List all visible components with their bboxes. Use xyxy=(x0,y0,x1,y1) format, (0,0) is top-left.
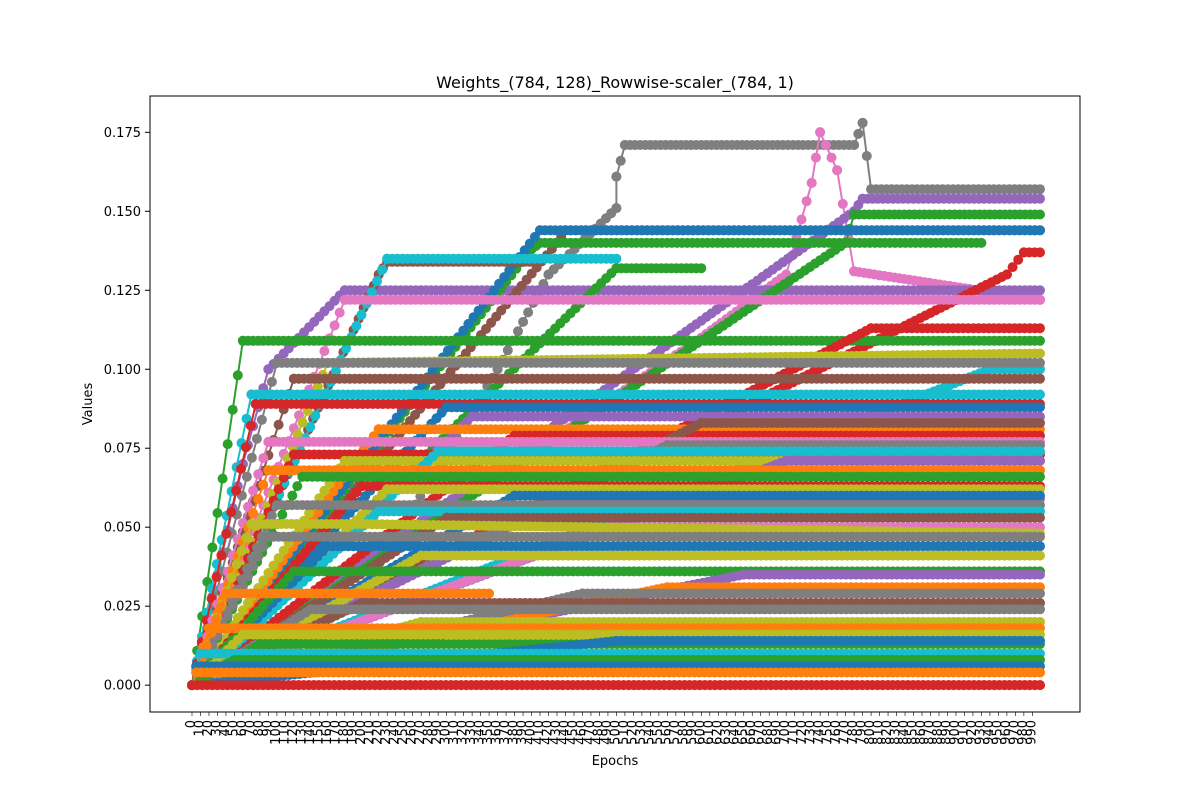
data-point xyxy=(1035,193,1045,204)
data-point xyxy=(1035,225,1045,236)
data-point xyxy=(1035,285,1045,296)
data-point xyxy=(832,165,843,176)
data-point xyxy=(232,370,243,381)
data-point xyxy=(796,214,807,225)
data-point xyxy=(240,442,251,453)
chart-title: Weights_(784, 128)_Rowwise-scaler_(784, … xyxy=(436,73,794,93)
data-point xyxy=(1013,254,1024,265)
data-point xyxy=(246,452,257,463)
data-point xyxy=(253,469,264,480)
series-14 xyxy=(187,335,1045,691)
data-point xyxy=(696,263,707,274)
data-point xyxy=(372,276,382,287)
data-point xyxy=(351,321,362,331)
data-point xyxy=(221,528,232,539)
data-point xyxy=(356,309,367,320)
data-point xyxy=(377,264,388,275)
data-point xyxy=(1035,357,1045,368)
data-point xyxy=(502,345,513,356)
data-point xyxy=(330,365,341,376)
data-point xyxy=(806,177,817,188)
series-layer xyxy=(187,117,1045,691)
data-point xyxy=(853,128,864,139)
data-point xyxy=(251,433,262,444)
data-point xyxy=(310,410,321,421)
data-point xyxy=(212,508,223,518)
data-point xyxy=(1035,209,1045,220)
data-point xyxy=(216,550,227,561)
data-point xyxy=(1035,373,1045,384)
data-point xyxy=(211,572,222,582)
data-point xyxy=(861,151,872,161)
data-point xyxy=(815,127,826,138)
data-point xyxy=(341,343,352,354)
data-point xyxy=(273,419,284,430)
data-point xyxy=(222,439,233,450)
data-point xyxy=(1007,262,1018,273)
data-point xyxy=(1035,294,1045,305)
data-point xyxy=(1035,348,1045,359)
data-point xyxy=(1035,247,1045,258)
data-point xyxy=(857,117,868,128)
data-point xyxy=(266,376,277,387)
data-point xyxy=(1035,184,1045,195)
data-point xyxy=(523,307,534,318)
data-point xyxy=(236,463,246,474)
data-point xyxy=(248,485,259,496)
data-point xyxy=(231,485,242,496)
data-point xyxy=(245,420,256,431)
data-point xyxy=(1001,269,1012,280)
data-point xyxy=(615,155,626,166)
data-point xyxy=(207,542,218,553)
data-point xyxy=(256,414,267,425)
data-point xyxy=(273,484,284,495)
data-point xyxy=(611,171,622,182)
data-point xyxy=(305,422,316,432)
data-point xyxy=(611,203,622,214)
data-point xyxy=(1035,418,1045,428)
data-point xyxy=(1035,389,1045,400)
data-point xyxy=(1035,335,1045,346)
data-point xyxy=(297,417,308,428)
data-point xyxy=(319,346,330,357)
data-point xyxy=(258,453,269,464)
data-point xyxy=(810,152,821,163)
data-point xyxy=(826,152,837,163)
data-point xyxy=(226,507,237,518)
data-point xyxy=(1035,323,1045,334)
data-point xyxy=(227,404,238,415)
data-point xyxy=(976,237,987,248)
data-point xyxy=(1035,402,1045,413)
data-point xyxy=(518,316,529,327)
data-point xyxy=(513,326,523,337)
data-point xyxy=(611,253,622,264)
data-point xyxy=(334,307,345,318)
data-point xyxy=(820,140,831,150)
data-point xyxy=(837,198,848,209)
data-point xyxy=(329,320,340,331)
data-point xyxy=(849,140,860,150)
data-point xyxy=(217,473,228,484)
data-point xyxy=(801,196,812,207)
